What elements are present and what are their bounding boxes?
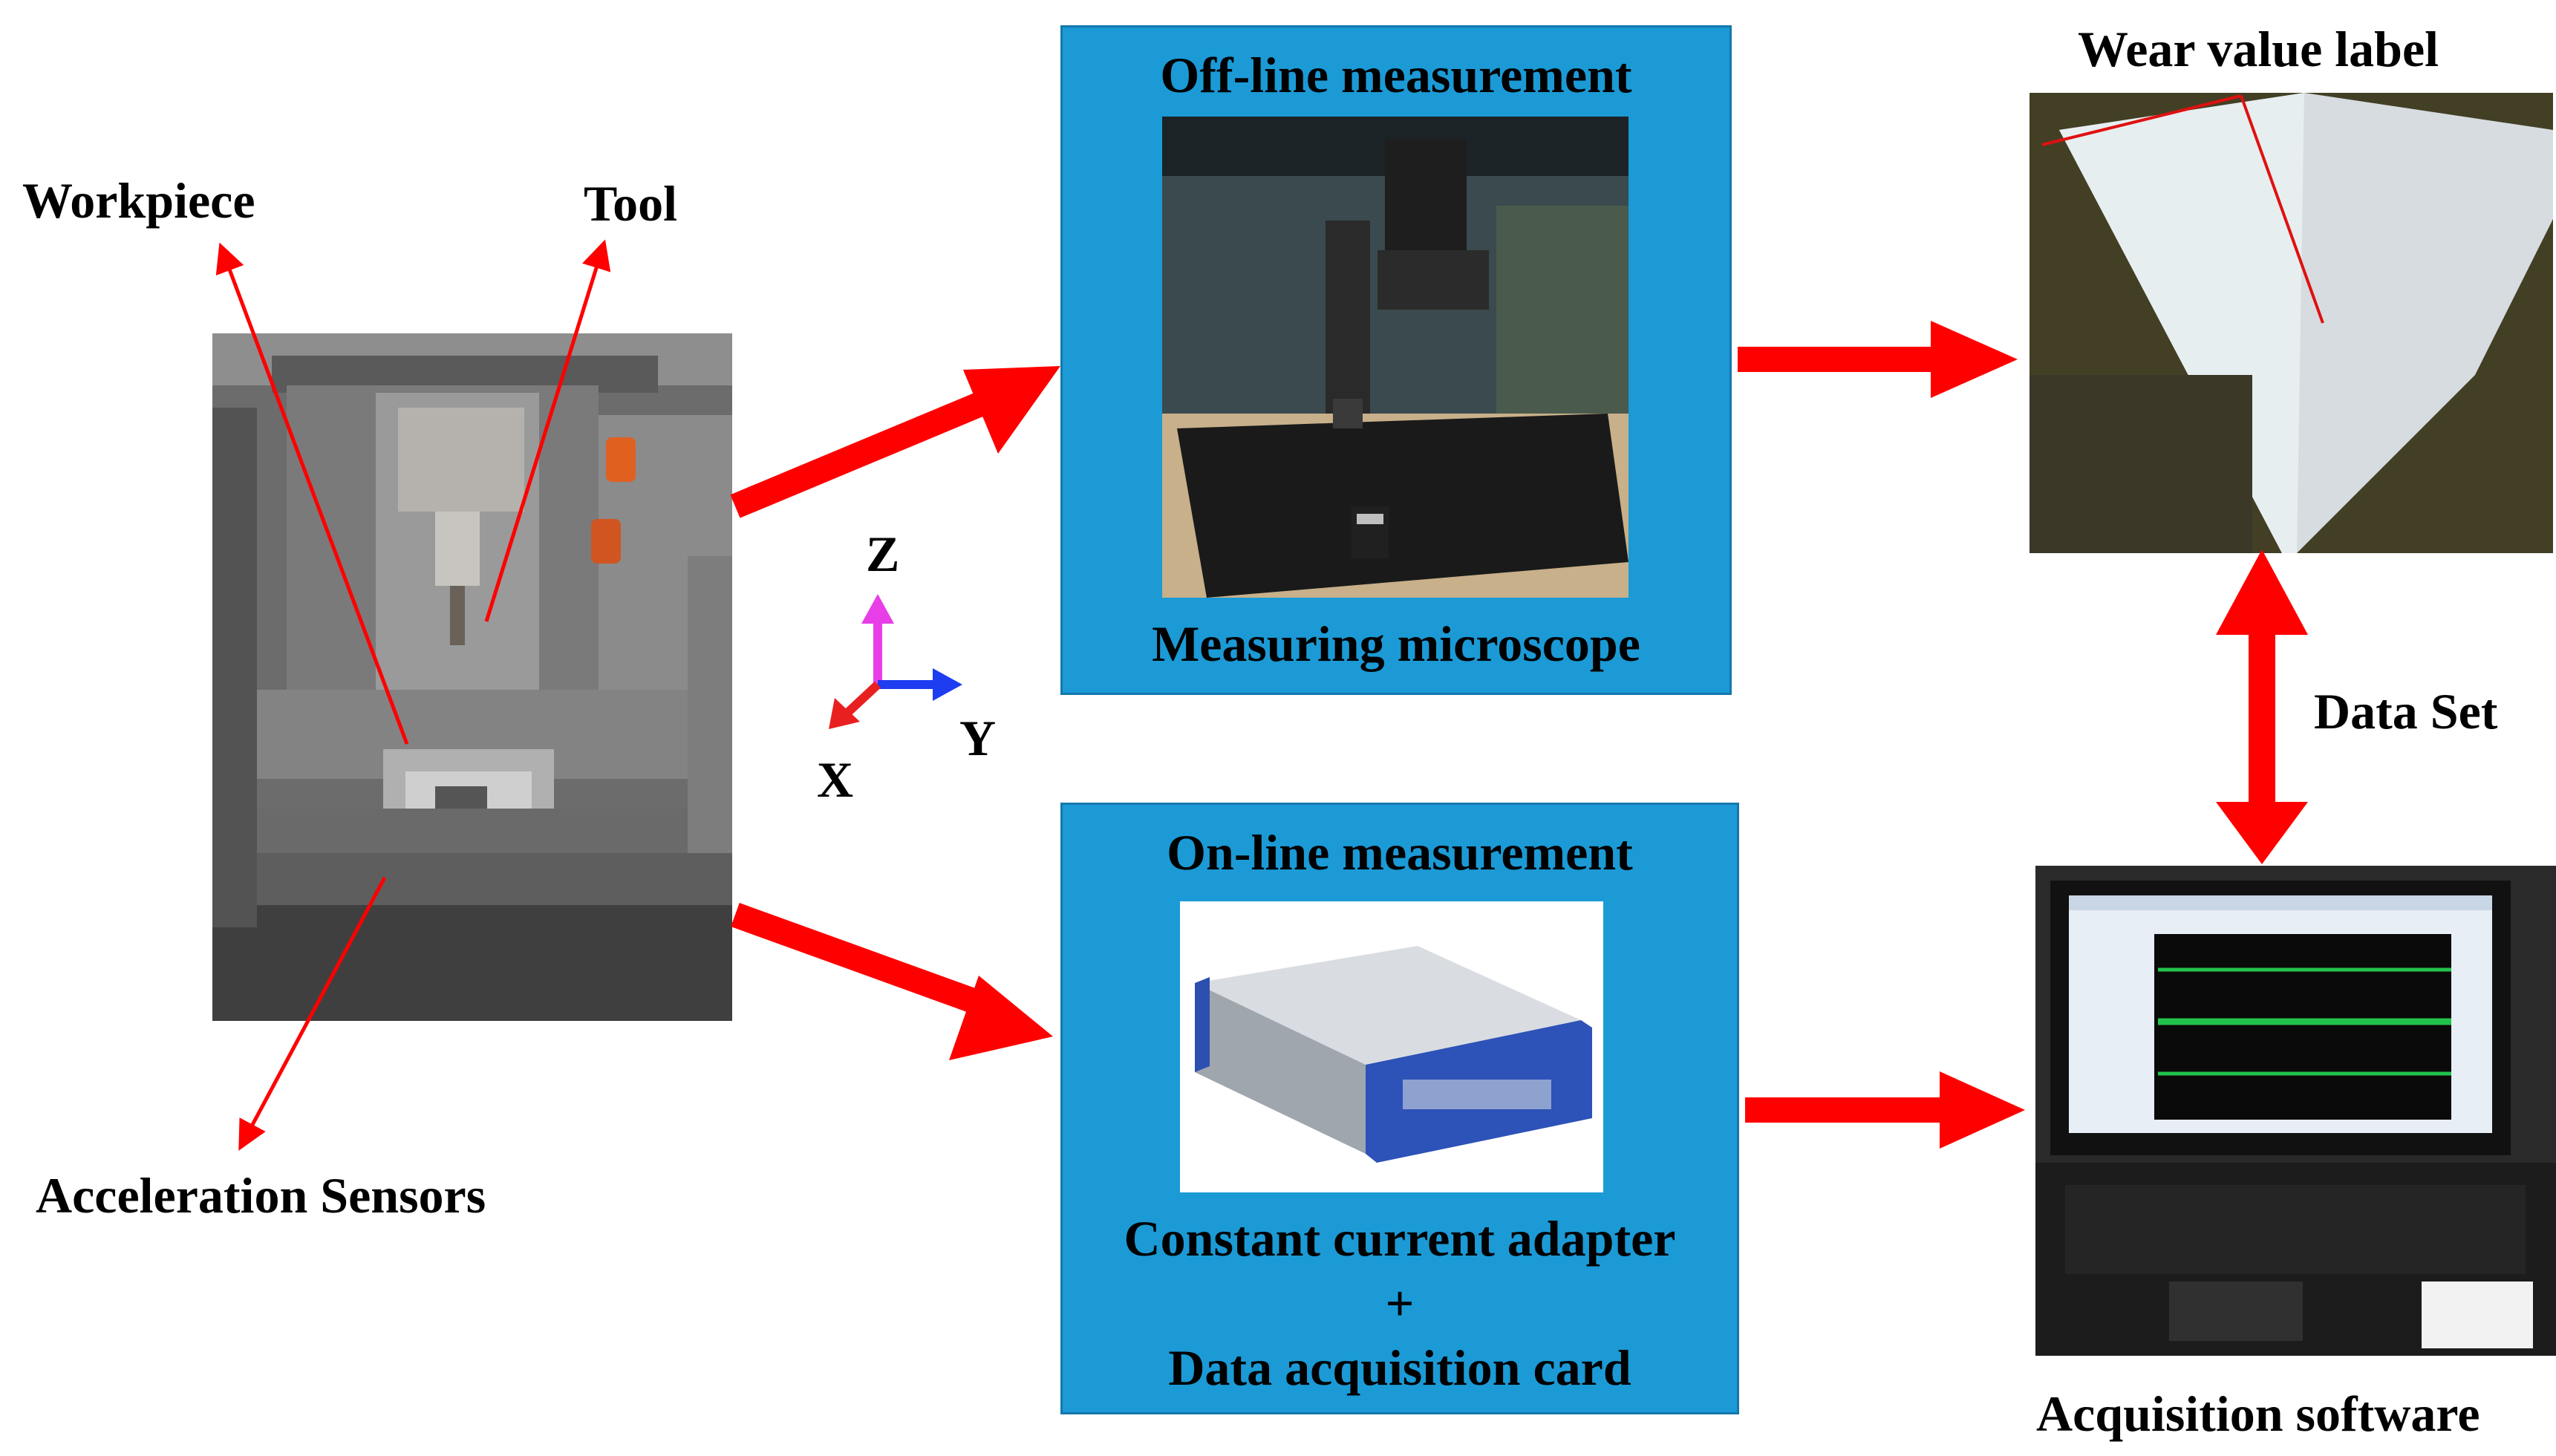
arrow-to-wear	[1738, 321, 2018, 398]
software-caption: Acquisition software	[2036, 1385, 2480, 1442]
offline-measurement-panel: Off-line measurement Measuring microscop…	[1060, 25, 1732, 695]
workpiece-pointer	[215, 242, 409, 745]
sensors-label: Acceleration Sensors	[36, 1167, 486, 1224]
daq-card-photo	[1180, 901, 1603, 1192]
online-caption-line2: Data acquisition card	[1168, 1339, 1631, 1396]
laptop-photo	[2035, 866, 2556, 1356]
axis-y-label: Y	[959, 710, 997, 766]
tool-label: Tool	[584, 175, 678, 232]
wear-image	[2030, 93, 2553, 553]
data-set-double-arrow	[2216, 549, 2308, 864]
data-set-label: Data Set	[2314, 683, 2498, 740]
workpiece-label: Workpiece	[22, 172, 255, 229]
axis-z-label: Z	[866, 526, 900, 582]
online-caption-plus: +	[1385, 1275, 1415, 1331]
arrow-to-offline	[730, 366, 1060, 518]
online-title: On-line measurement	[1167, 824, 1633, 881]
online-caption-line1: Constant current adapter	[1124, 1210, 1676, 1267]
sensors-pointer	[238, 876, 387, 1151]
wear-title: Wear value label	[2078, 21, 2439, 77]
arrow-to-online	[731, 903, 1053, 1060]
online-measurement-panel: On-line measurement Constant current ada…	[1060, 803, 1739, 1414]
tool-pointer	[484, 239, 611, 622]
axis-x-label: X	[817, 751, 854, 808]
machine-photo	[212, 333, 732, 1021]
axes-icon	[829, 594, 962, 729]
offline-title: Off-line measurement	[1160, 47, 1632, 103]
microscope-photo	[1162, 117, 1629, 598]
offline-caption: Measuring microscope	[1152, 616, 1640, 672]
arrow-to-software	[1745, 1071, 2025, 1149]
